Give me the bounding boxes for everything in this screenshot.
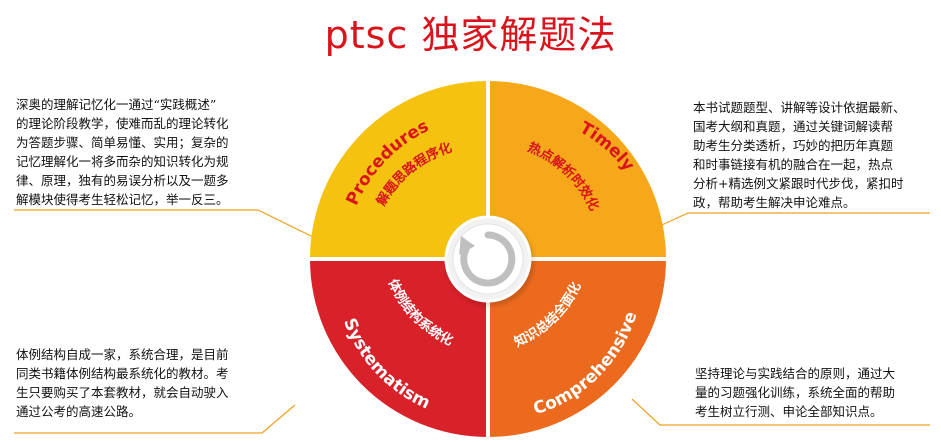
description-line: 深奥的理解记忆化一通过“实践概述”	[16, 97, 217, 112]
description-line: 考生树立行测、申论全部知识点。	[695, 404, 883, 419]
description-line: 同类书籍体例结构最系统化的教材。考	[16, 366, 229, 381]
description-line: 体例结构自成一家，系统合理，是目前	[16, 347, 229, 362]
timely-segment	[488, 81, 666, 259]
leader-line-timely	[661, 212, 930, 226]
comprehensive-description: 坚持理论与实践结合的原则，通过大 量的习题强化训练，系统全面的帮助 考生树立行测…	[695, 364, 935, 421]
systematism-segment	[310, 259, 488, 437]
description-line: 量的习题强化训练，系统全面的帮助	[695, 385, 896, 400]
description-line: 分析+精选例文紧跟时代步伐，紧扣时	[693, 176, 904, 191]
leader-line-comprehensive	[631, 398, 930, 426]
description-line: 坚持理论与实践结合的原则，通过大	[695, 366, 896, 381]
description-line: 生只要购买了本套教材，就会自动驶入	[16, 385, 229, 400]
leader-line-procedures	[14, 209, 316, 239]
timely-description: 本书试题题型、讲解等设计依据最新、 国考大纲和真题，通过关键词解读帮 助考生分类…	[693, 98, 935, 212]
description-line: 的理论阶段教学，使难而乱的理论转化	[16, 116, 229, 131]
description-line: 解模块使得考生轻松记忆，举一反三。	[16, 192, 229, 207]
leader-line-systematism	[14, 404, 296, 434]
description-line: 助考生分类透析，巧妙的把历年真题	[693, 138, 894, 153]
description-line: 和时事链接有机的融合在一起，热点	[693, 157, 894, 172]
page-title: ptsc 独家解题法	[324, 13, 617, 57]
description-line: 本书试题题型、讲解等设计依据最新、	[693, 100, 906, 115]
description-line: 通过公考的高速公路。	[16, 404, 142, 419]
procedures-description: 深奥的理解记忆化一通过“实践概述” 的理论阶段教学，使难而乱的理论转化 为答题步…	[16, 95, 268, 209]
description-line: 记忆理解化一将多而杂的知识转化为规	[16, 154, 229, 169]
systematism-description: 体例结构自成一家，系统合理，是目前 同类书籍体例结构最系统化的教材。考 生只要购…	[16, 345, 262, 421]
refresh-cycle-icon	[459, 231, 516, 287]
comprehensive-segment	[488, 259, 666, 437]
leader-lines	[14, 209, 930, 434]
procedures-segment	[310, 81, 488, 259]
description-line: 律、原理，独有的易误分析以及一题多	[16, 173, 229, 188]
description-line: 政，帮助考生解决申论难点。	[693, 195, 856, 210]
description-line: 为答题步骤、简单易懂、实用；复杂的	[16, 135, 229, 150]
description-line: 国考大纲和真题，通过关键词解读帮	[693, 119, 894, 134]
